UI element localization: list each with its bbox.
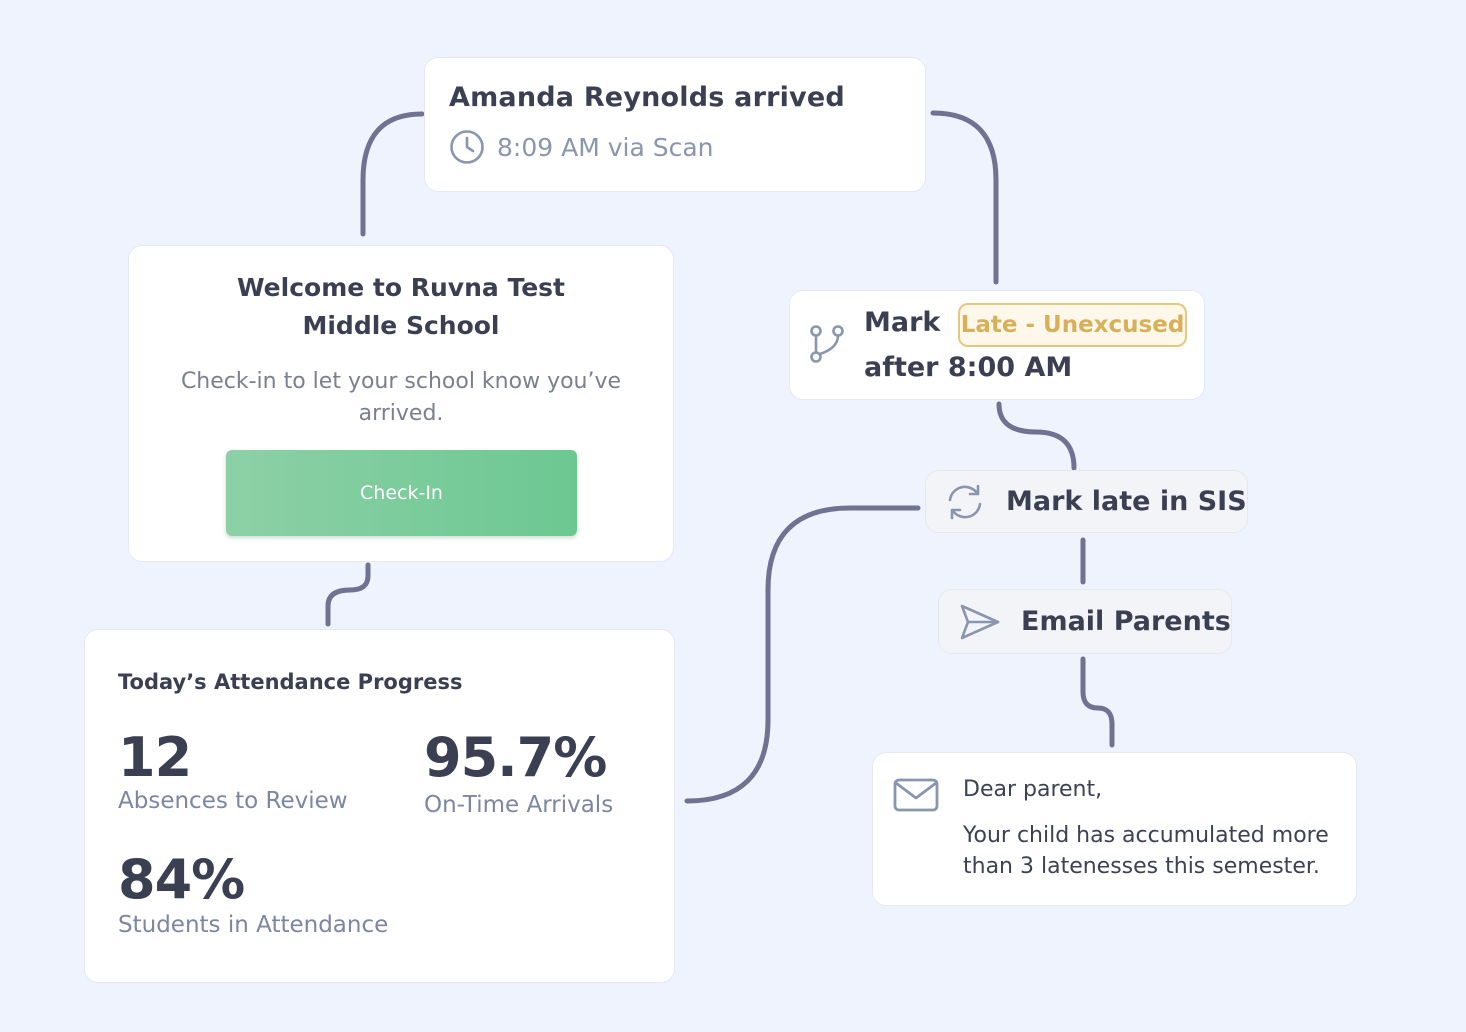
stat-absences: 12 Absences to Review: [118, 726, 348, 815]
email-parents-step[interactable]: Email Parents: [938, 589, 1232, 654]
connector-email-letter: [1080, 656, 1115, 748]
arrival-detail-row: 8:09 AM via Scan: [449, 129, 925, 165]
stat-value: 84%: [118, 848, 245, 911]
stat-label: Absences to Review: [118, 788, 348, 814]
stat-label: On-Time Arrivals: [424, 792, 614, 818]
welcome-card: Welcome to Ruvna Test Middle School Chec…: [128, 245, 674, 562]
arrival-detail: 8:09 AM via Scan: [497, 132, 714, 162]
sis-step-label: Mark late in SIS: [1006, 486, 1247, 517]
branch-icon: [810, 325, 844, 363]
email-preview-card[interactable]: Dear parent, Your child has accumulated …: [872, 752, 1357, 906]
stat-label: Students in Attendance: [118, 912, 389, 938]
welcome-description: Check-in to let your school know you’ve …: [180, 369, 622, 426]
connector-attendance-sis: [684, 505, 921, 804]
arrival-title: Amanda Reynolds arrived: [449, 82, 845, 113]
sis-step[interactable]: Mark late in SIS: [925, 470, 1248, 533]
stat-attendance: 84% Students in Attendance: [118, 848, 389, 939]
welcome-title: Welcome to Ruvna Test Middle School: [237, 273, 565, 340]
connector-arrival-welcome: [360, 111, 425, 237]
mark-condition: after 8:00 AM: [864, 352, 1073, 383]
stat-on-time: 95.7% On-Time Arrivals: [424, 726, 614, 819]
connector-mark-sis: [996, 401, 1077, 471]
mark-rule-card[interactable]: Mark Late - Unexcused after 8:00 AM: [789, 290, 1205, 400]
stat-value: 12: [118, 726, 192, 789]
stat-value: 95.7%: [424, 726, 607, 789]
email-body: Your child has accumulated more than 3 l…: [963, 823, 1329, 879]
status-badge: Late - Unexcused: [958, 303, 1187, 347]
attendance-heading: Today’s Attendance Progress: [118, 670, 463, 694]
envelope-icon: [893, 778, 939, 812]
connector-arrival-mark: [930, 110, 999, 285]
connector-welcome-attendance: [325, 562, 371, 627]
sync-icon: [948, 484, 982, 519]
clock-icon: [450, 130, 484, 164]
arrival-card[interactable]: Amanda Reynolds arrived 8:09 AM via Scan: [424, 57, 926, 192]
check-in-button[interactable]: Check-In: [226, 450, 577, 536]
email-greeting: Dear parent,: [963, 777, 1103, 802]
mark-label: Mark: [864, 307, 941, 338]
email-step-label: Email Parents: [1021, 606, 1231, 637]
send-icon: [960, 604, 1000, 639]
attendance-card: Today’s Attendance Progress 12 Absences …: [84, 629, 675, 983]
